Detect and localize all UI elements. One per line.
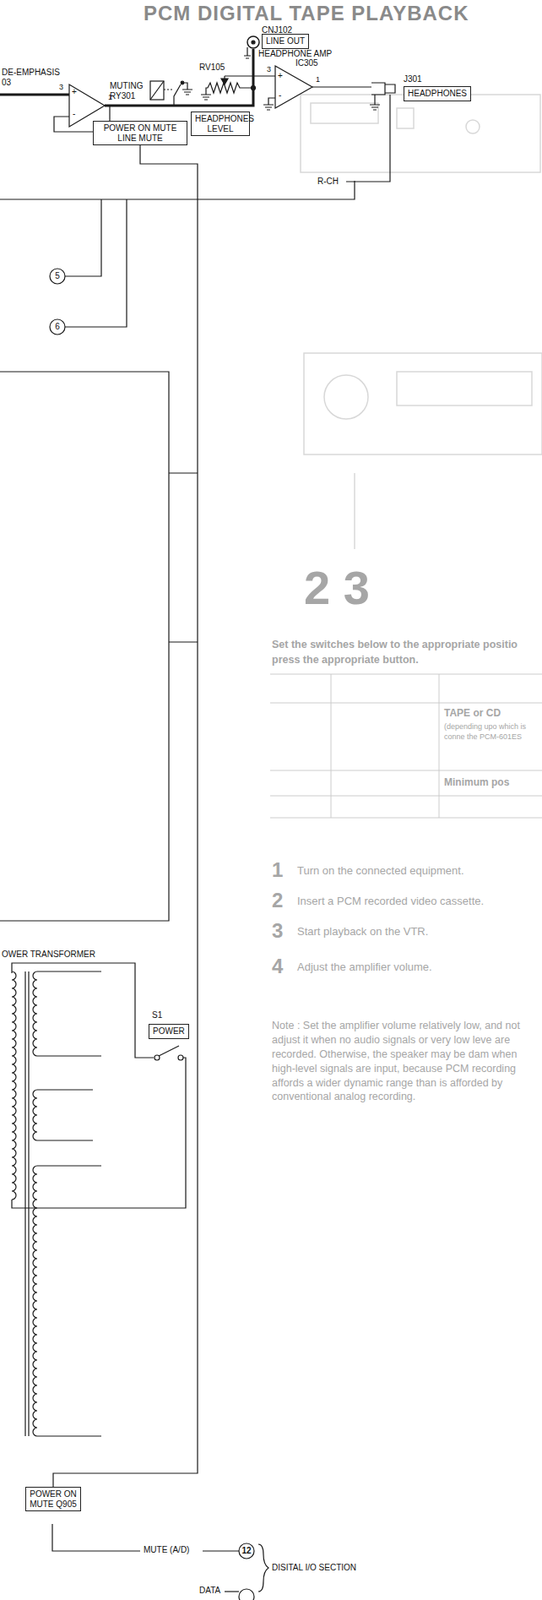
pin-polarity: + — [277, 70, 283, 82]
part-label: MUTING — [109, 81, 143, 92]
step-text: Turn on the connected equipment. — [297, 864, 465, 878]
coil-winding — [32, 1089, 38, 1140]
callout-number: 6 — [54, 321, 60, 332]
connector-label-box: HEADPHONES — [403, 86, 472, 102]
step-text: Adjust the amplifier volume. — [297, 960, 433, 974]
control-box: HEADPHONES LEVEL — [190, 111, 250, 136]
part-label: DE-EMPHASIS — [1, 67, 60, 78]
pin-number: 1 — [108, 92, 113, 102]
function-box: POWER ON MUTE LINE MUTE — [92, 120, 188, 146]
part-label: J301 — [403, 74, 423, 85]
part-label: 03 — [1, 77, 11, 88]
show-through-art — [300, 94, 542, 549]
table-grid — [270, 673, 542, 818]
step-text: Insert a PCM recorded video cassette. — [297, 894, 484, 908]
channel-label: R-CH — [317, 176, 339, 187]
step-number: 4 — [271, 953, 283, 978]
table-cell: TAPE or CD — [444, 707, 501, 720]
part-label: RV105 — [199, 62, 225, 73]
box-text: POWER ON MUTE LINE MUTE — [97, 123, 184, 143]
transistor-box: POWER ON MUTE Q905 — [25, 1485, 82, 1511]
pin-number: 3 — [266, 65, 271, 74]
box-text: POWER ON MUTE Q905 — [29, 1488, 77, 1508]
callout-number: 12 — [241, 1544, 251, 1556]
pin-polarity: - — [278, 90, 282, 101]
coil-winding — [11, 970, 17, 1199]
box-text: POWER — [152, 1025, 185, 1036]
note-text: Note : Set the amplifier volume relative… — [271, 1018, 539, 1104]
part-label: HEADPHONE AMP — [258, 48, 332, 60]
control-wire — [53, 145, 198, 1486]
part-label: S1 — [151, 1009, 163, 1020]
step-text: Start playback on the VTR. — [297, 925, 429, 938]
coil-winding — [32, 970, 38, 1056]
signal-name: MUTE (A/D) — [143, 1544, 190, 1555]
table-cell: Minimum pos — [444, 776, 510, 789]
step-number: 1 — [271, 857, 283, 882]
instruction-text: Set the switches below to the appropriat… — [271, 638, 518, 651]
part-label: IC305 — [295, 58, 319, 69]
pin-number: 3 — [59, 82, 64, 92]
section-name: DISITAL I/O SECTION — [271, 1561, 357, 1572]
part-label: OWER TRANSFORMER — [1, 948, 96, 960]
instruction-text: press the appropriate button. — [271, 653, 419, 666]
pin-number: 1 — [315, 75, 320, 84]
connector-label-box: LINE OUT — [261, 33, 309, 49]
box-text: LINE OUT — [265, 36, 305, 47]
wiring — [0, 36, 396, 1599]
box-text: HEADPHONES — [407, 88, 467, 99]
coil-winding — [32, 1165, 38, 1436]
pin-polarity: - — [72, 108, 76, 120]
signal-name: DATA — [199, 1584, 221, 1595]
pin-polarity: + — [71, 86, 77, 98]
part-label: RY301 — [109, 91, 136, 102]
callout-number: 5 — [54, 271, 60, 282]
table-cell: (depending upo which is conne the PCM-60… — [444, 720, 541, 742]
page-title: PCM DIGITAL TAPE PLAYBACK — [143, 1, 469, 26]
step-number: 2 — [271, 888, 283, 912]
transformer-coils — [11, 970, 38, 1436]
step-number: 3 — [271, 918, 283, 943]
switch-label-box: POWER — [148, 1023, 190, 1039]
box-text: HEADPHONES LEVEL — [195, 113, 246, 134]
step-graphic: 2 3 — [303, 560, 370, 615]
